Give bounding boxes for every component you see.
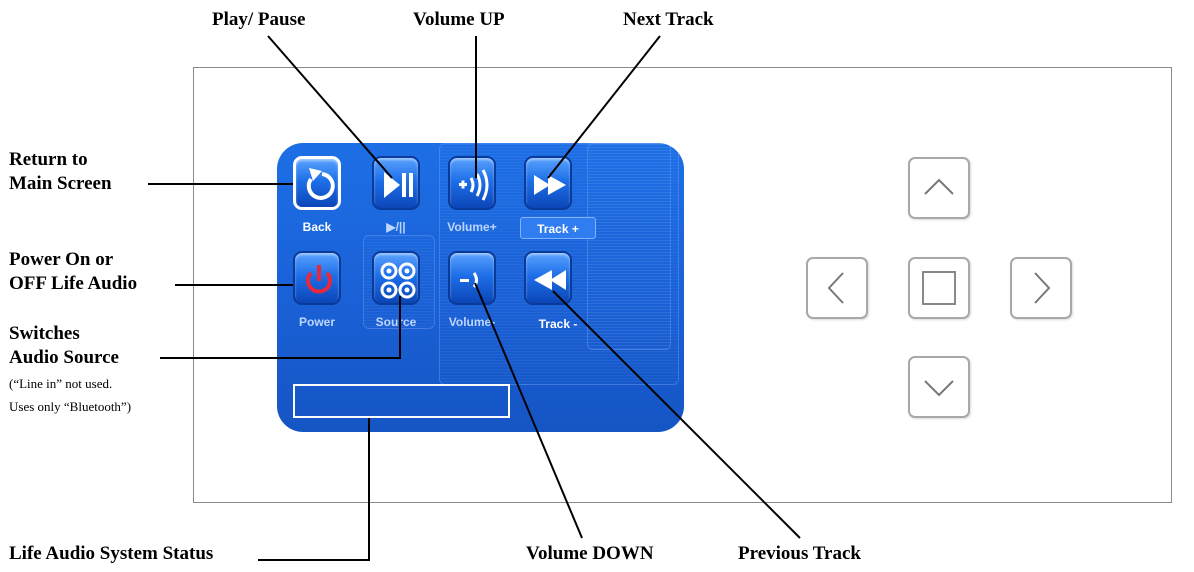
volume-up-icon bbox=[459, 169, 489, 201]
volume-up-label: Volume+ bbox=[447, 220, 497, 234]
leader-previous-track bbox=[552, 290, 801, 539]
callout-return-line2: Main Screen bbox=[9, 173, 112, 194]
callout-volume-up: Volume UP bbox=[413, 9, 505, 30]
play-pause-label: ▶/|| bbox=[386, 220, 406, 234]
volume-down-button[interactable] bbox=[448, 251, 496, 305]
leader-play-pause bbox=[267, 35, 393, 179]
leader-next-track bbox=[547, 35, 661, 179]
rewind-icon bbox=[534, 270, 566, 290]
callout-power-line1: Power On or bbox=[9, 249, 114, 270]
power-button[interactable] bbox=[293, 251, 341, 305]
track-down-button[interactable] bbox=[524, 251, 572, 305]
callout-play-pause: Play/ Pause bbox=[212, 9, 306, 30]
callout-power: Power On or OFF Life Audio bbox=[9, 248, 137, 296]
touchscreen: Back ▶/|| Volume+ Track + Power bbox=[277, 143, 684, 432]
speaker-grid-icon bbox=[380, 262, 416, 299]
source-button[interactable] bbox=[372, 251, 420, 305]
fast-forward-icon bbox=[534, 175, 566, 195]
power-label: Power bbox=[298, 315, 335, 329]
callout-return-line1: Return to bbox=[9, 149, 88, 170]
square-icon bbox=[922, 271, 956, 305]
callout-status: Life Audio System Status bbox=[9, 543, 214, 564]
callout-switches-line2: Audio Source bbox=[9, 347, 119, 368]
screen-col-strip bbox=[587, 143, 671, 350]
callout-switches-note: (“Line in” not used. Uses only “Bluetoot… bbox=[9, 372, 131, 418]
nav-down-key[interactable] bbox=[908, 356, 970, 418]
chevron-left-icon bbox=[827, 272, 844, 304]
back-button[interactable] bbox=[293, 156, 341, 210]
nav-left-key[interactable] bbox=[806, 257, 868, 319]
source-label: Source bbox=[375, 315, 417, 329]
callout-volume-down: Volume DOWN bbox=[526, 543, 654, 564]
nav-right-key[interactable] bbox=[1010, 257, 1072, 319]
chevron-down-icon bbox=[924, 380, 954, 397]
callout-switches-line1: Switches bbox=[9, 323, 80, 344]
leader-volume-down bbox=[474, 282, 583, 539]
nav-up-key[interactable] bbox=[908, 157, 970, 219]
return-arrow-icon bbox=[306, 168, 335, 200]
volume-up-button[interactable] bbox=[448, 156, 496, 210]
power-icon bbox=[306, 265, 332, 294]
callout-return-main: Return to Main Screen bbox=[9, 148, 112, 196]
status-display bbox=[293, 384, 510, 418]
callout-switches: Switches Audio Source bbox=[9, 322, 119, 370]
callout-next-track: Next Track bbox=[623, 9, 714, 30]
callout-power-line2: OFF Life Audio bbox=[9, 273, 138, 294]
callout-switches-note2: Uses only “Bluetooth”) bbox=[9, 399, 132, 414]
callout-switches-note1: (“Line in” not used. bbox=[9, 376, 113, 391]
volume-down-label: Volume- bbox=[448, 315, 496, 329]
callout-previous-track: Previous Track bbox=[738, 543, 861, 564]
volume-down-icon bbox=[460, 272, 478, 288]
track-up-label: Track + bbox=[520, 217, 596, 239]
nav-center-key[interactable] bbox=[908, 257, 970, 319]
back-label: Back bbox=[302, 220, 332, 234]
track-down-label: Track - bbox=[538, 317, 578, 331]
track-up-button[interactable] bbox=[524, 156, 572, 210]
leader-switches bbox=[160, 296, 401, 359]
play-pause-icon bbox=[384, 172, 413, 198]
chevron-right-icon bbox=[1034, 272, 1051, 304]
chevron-up-icon bbox=[924, 178, 954, 195]
leader-status bbox=[258, 418, 370, 561]
